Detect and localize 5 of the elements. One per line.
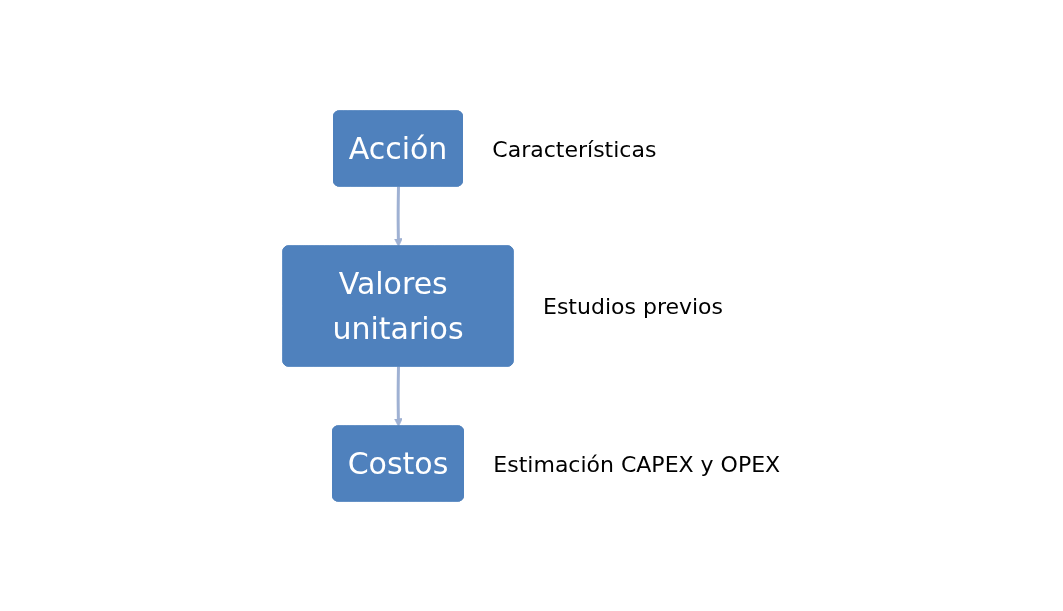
arrow xyxy=(393,185,403,247)
arrow xyxy=(393,365,403,427)
node-caption: Estimación CAPEX y OPEX xyxy=(493,451,781,476)
node-caption: Características xyxy=(492,136,657,161)
node-caption: Estudios previos xyxy=(542,293,723,319)
